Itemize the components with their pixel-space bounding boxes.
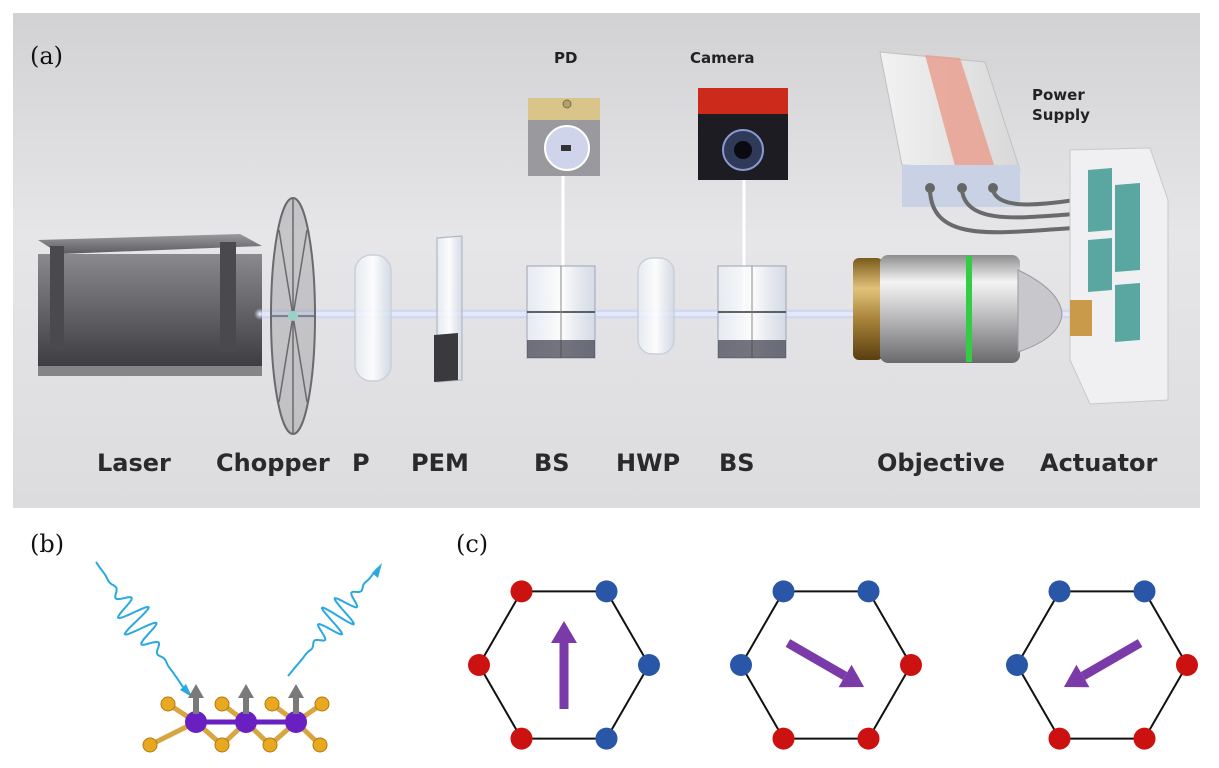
incident-wave [95, 561, 189, 695]
label-laser: Laser [97, 449, 171, 477]
reflected-wave-arrowhead [372, 563, 382, 578]
power-supply-label-line2: Supply [1032, 106, 1090, 124]
hexagon-3-site-blue [1048, 580, 1071, 603]
hexagon-3-spin-arrow-shaft [1080, 639, 1143, 680]
label-chopper: Chopper [216, 449, 330, 477]
power-supply-unit [879, 51, 1076, 235]
hexagon-3-site-red [1133, 727, 1156, 750]
power-supply-label-line1: Power [1032, 86, 1085, 104]
panel-a: (a) [13, 13, 1200, 508]
label-hwp: HWP [616, 449, 680, 477]
hexagon-2-site-blue [857, 580, 880, 603]
objective-lens [853, 255, 1063, 363]
hexagon-1-site-blue [595, 580, 618, 603]
pem-crystal [434, 235, 463, 383]
hexagon-group [468, 580, 1198, 750]
reflected-wave [287, 567, 379, 677]
label-bs-2: BS [719, 449, 755, 477]
panel-a-label: (a) [30, 42, 63, 70]
label-bs-1: BS [534, 449, 570, 477]
chopper-wheel [270, 197, 316, 435]
hexagon-1-site-blue [595, 727, 618, 750]
hexagon-3-site-red [1176, 654, 1198, 676]
half-wave-plate [637, 257, 675, 355]
panel-b: (b) [30, 530, 382, 753]
camera-unit [698, 88, 788, 180]
hexagon-1-spin-arrow-head [551, 621, 577, 643]
hexagon-2-spin-arrow-shaft [785, 639, 848, 680]
pd-label: PD [554, 49, 577, 67]
photodiode [528, 98, 600, 176]
polarizer [354, 254, 392, 382]
beam-splitter-2 [717, 265, 787, 359]
hexagon-1-site-blue [638, 654, 660, 676]
hexagon-3-spin-arrow-head [1063, 664, 1090, 688]
incident-wave-arrowhead [180, 684, 192, 697]
hexagon-2-spin-arrow-head [838, 664, 865, 688]
hexagon-1-site-red [468, 654, 490, 676]
hexagon-2 [730, 580, 922, 750]
hexagon-1-site-red [510, 727, 533, 750]
panel-b-label: (b) [30, 530, 64, 558]
hexagon-3-site-blue [1006, 654, 1028, 676]
panel-c: (c) [456, 530, 1198, 750]
label-actuator: Actuator [1040, 449, 1158, 477]
hexagon-3-site-red [1048, 727, 1071, 750]
beam-splitter-1 [526, 265, 596, 359]
hexagon-2-site-blue [730, 654, 752, 676]
actuator-unit [1069, 147, 1169, 405]
hexagon-2-site-blue [772, 580, 795, 603]
hexagon-2-site-red [900, 654, 922, 676]
hexagon-3 [1006, 580, 1198, 750]
label-pem: PEM [411, 449, 469, 477]
label-objective: Objective [877, 449, 1005, 477]
label-polarizer: P [352, 449, 370, 477]
hexagon-1-site-red [510, 580, 533, 603]
camera-label: Camera [690, 49, 754, 67]
panel-c-label: (c) [456, 530, 488, 558]
hexagon-2-site-red [772, 727, 795, 750]
hexagon-1 [468, 580, 660, 750]
component-labels: Laser Chopper P PEM BS HWP BS Objective … [97, 449, 1158, 477]
hexagon-2-site-red [857, 727, 880, 750]
laser-unit [38, 234, 266, 376]
atomic-lattice [142, 684, 330, 753]
hexagon-3-site-blue [1133, 580, 1156, 603]
